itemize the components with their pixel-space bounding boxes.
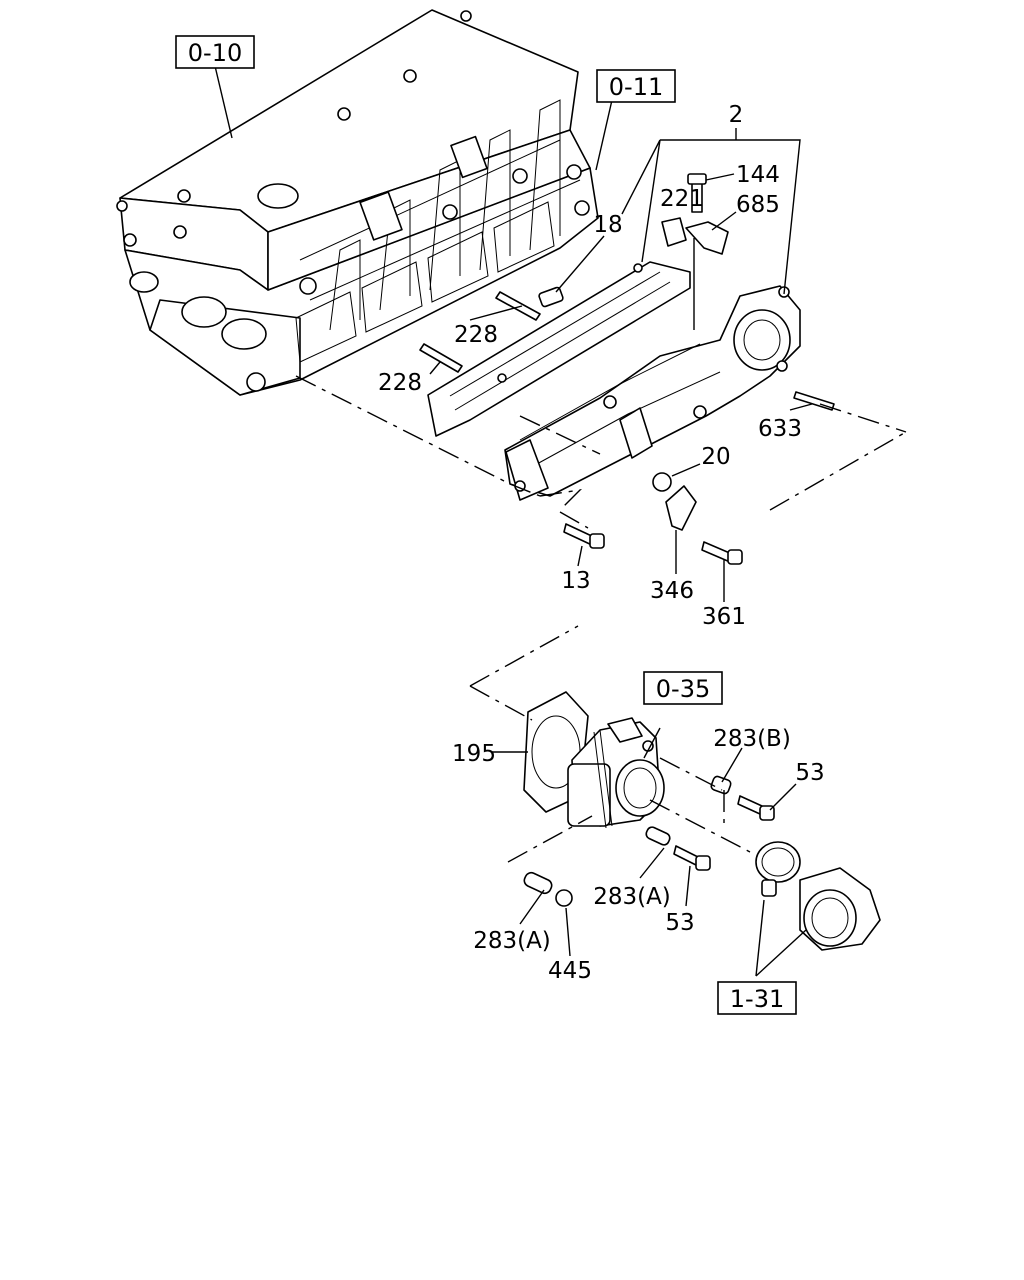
part-label-283a-lower: 283(A) [473, 928, 551, 954]
reference-label-1-31: 1-31 [730, 985, 784, 1013]
part-label-221: 221 [660, 186, 704, 212]
hardware-illustrations [419, 173, 835, 907]
part-label-18: 18 [593, 212, 622, 238]
part-label-53-lower: 53 [665, 910, 694, 936]
reference-box-0-35[interactable]: 0-35 [643, 671, 723, 705]
part-label-346: 346 [650, 578, 694, 604]
cylinder-head-illustration [116, 9, 599, 396]
part-label-685: 685 [736, 192, 780, 218]
reference-box-0-10[interactable]: 0-10 [175, 35, 255, 69]
part-label-633: 633 [758, 416, 802, 442]
part-label-361: 361 [702, 604, 746, 630]
reference-label-0-10: 0-10 [188, 39, 242, 67]
leader-lines [214, 65, 813, 977]
part-label-445: 445 [548, 958, 592, 984]
part-label-228-lower: 228 [378, 370, 422, 396]
part-label-283b: 283(B) [713, 726, 791, 752]
part-label-13: 13 [561, 568, 590, 594]
part-label-144: 144 [736, 162, 780, 188]
part-label-53-upper: 53 [795, 760, 824, 786]
intake-manifold-illustration [504, 285, 801, 501]
part-label-195: 195 [452, 741, 496, 767]
part-label-20: 20 [701, 444, 730, 470]
part-label-283a-upper: 283(A) [593, 884, 671, 910]
reference-box-0-11[interactable]: 0-11 [596, 69, 676, 103]
part-label-228-upper: 228 [454, 322, 498, 348]
throttle-body-illustration [523, 691, 665, 829]
part-number-labels: 2 144 685 221 18 228 228 633 20 13 346 3… [378, 102, 825, 984]
reference-label-0-35: 0-35 [656, 675, 710, 703]
reference-label-0-11: 0-11 [609, 73, 663, 101]
reference-box-1-31[interactable]: 1-31 [717, 981, 797, 1015]
manifold-gasket-illustration [427, 261, 691, 437]
air-hose-illustration [755, 841, 881, 951]
assembly-centerlines [295, 375, 907, 863]
part-label-2: 2 [729, 102, 744, 128]
